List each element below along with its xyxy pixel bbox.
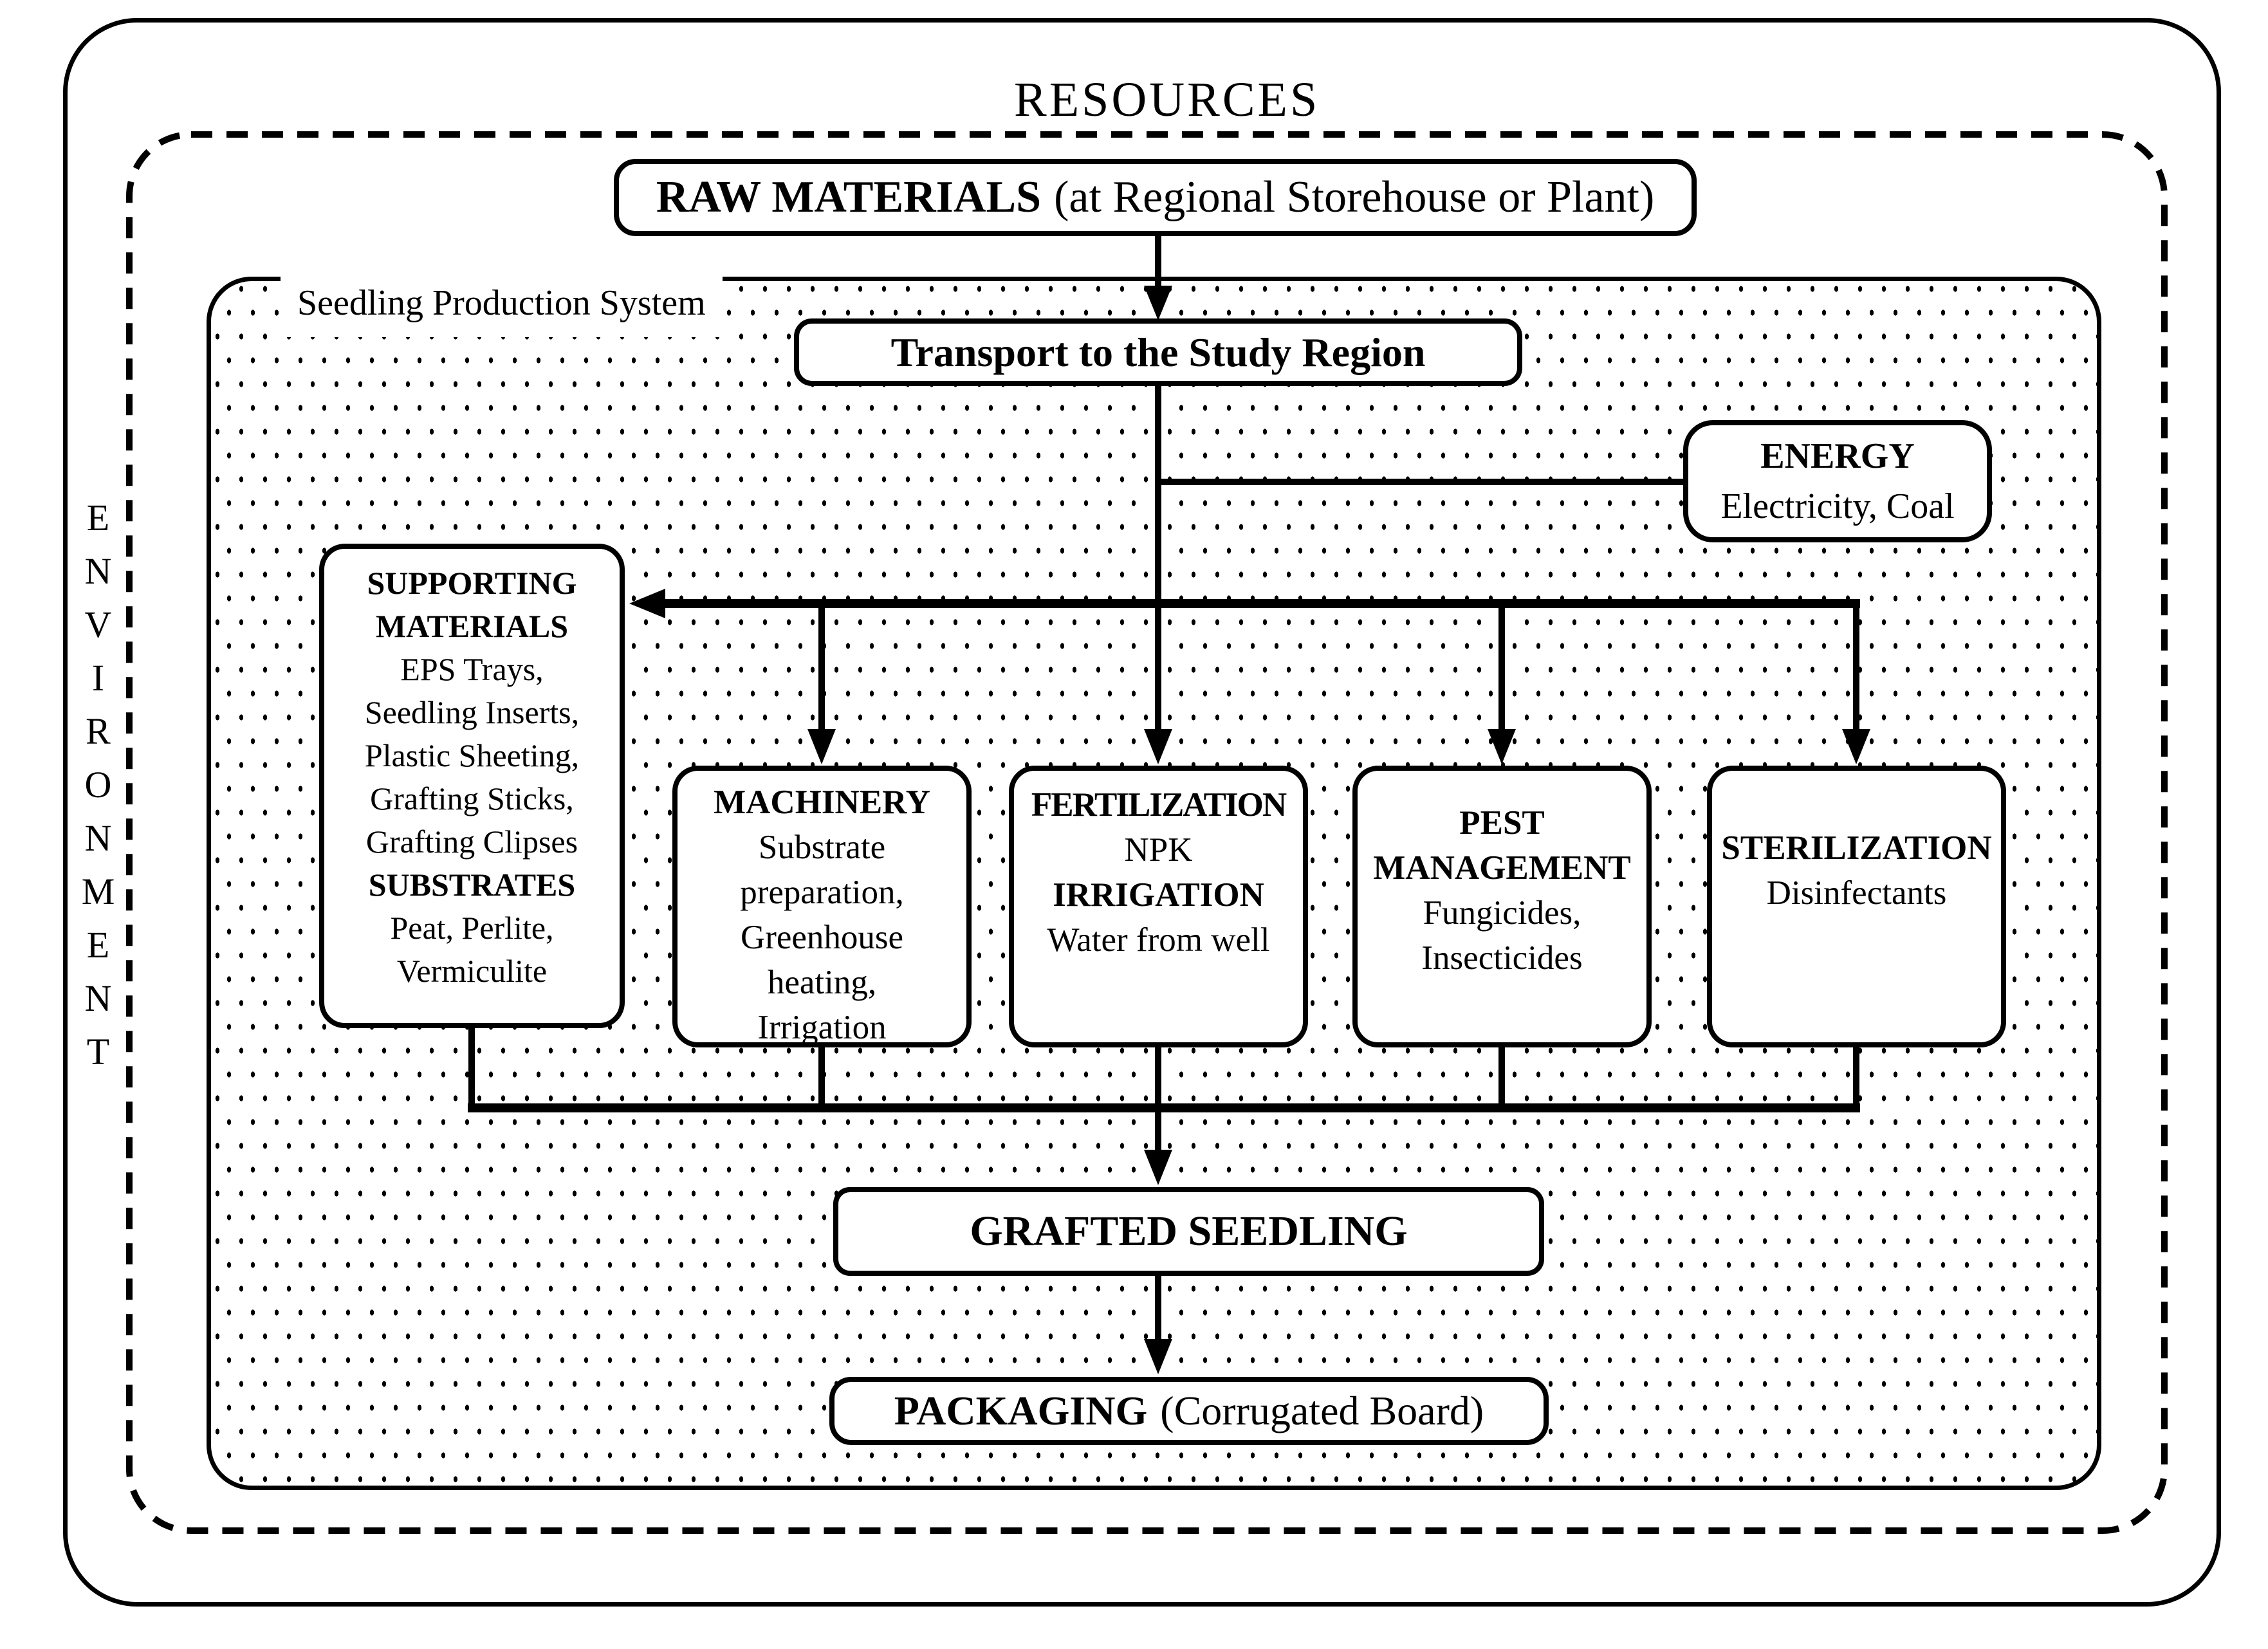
fertilization-line: Water from well (1047, 921, 1270, 959)
sterilization-box: STERILIZATION Disinfectants (1707, 766, 2006, 1047)
resources-label: RESOURCES (1014, 73, 1320, 127)
sterilization-line: STERILIZATION (1721, 829, 1992, 867)
supporting-materials-line: Grafting Sticks, (370, 780, 574, 816)
supporting-materials-line: Plastic Sheeting, (364, 737, 580, 773)
fertilization-line: IRRIGATION (1053, 876, 1264, 914)
fertilization-line: FERTILIZATION (1031, 786, 1287, 824)
pest-management-box: PEST MANAGEMENT Fungicides, Insecticides (1352, 766, 1652, 1047)
machinery-line: Substrate (758, 829, 886, 866)
environment-label: ENVIRONMENT (77, 497, 119, 1084)
supporting-materials-line: Peat, Perlite, (390, 910, 554, 946)
supporting-materials-line: Grafting Clipses (365, 824, 578, 860)
packaging-title: PACKAGING (894, 1388, 1148, 1433)
energy-title: ENERGY (1760, 436, 1915, 476)
resources-dashed-boundary (126, 131, 2168, 1534)
packaging-subtitle: (Corrugated Board) (1160, 1388, 1484, 1433)
grafted-seedling-box: GRAFTED SEEDLING (833, 1187, 1544, 1276)
energy-subtitle: Electricity, Coal (1720, 486, 1955, 526)
machinery-line: MACHINERY (714, 784, 930, 821)
supporting-materials-line: SUPPORTING (367, 565, 577, 601)
fertilization-line: NPK (1124, 831, 1193, 869)
raw-materials-box: RAW MATERIALS (at Regional Storehouse or… (614, 159, 1697, 236)
grafted-seedling-title: GRAFTED SEEDLING (970, 1208, 1408, 1255)
raw-materials-subtitle: (at Regional Storehouse or Plant) (1054, 172, 1655, 222)
fertilization-irrigation-box: FERTILIZATION NPK IRRIGATION Water from … (1009, 766, 1308, 1047)
supporting-materials-line: Seedling Inserts, (364, 694, 580, 730)
machinery-line: heating, (767, 964, 877, 1001)
pest-management-line: MANAGEMENT (1373, 849, 1631, 887)
substrates-line: SUBSTRATES (368, 867, 576, 903)
packaging-box: PACKAGING (Corrugated Board) (829, 1377, 1549, 1445)
transport-box: Transport to the Study Region (794, 318, 1522, 386)
machinery-line: Greenhouse (740, 919, 904, 956)
supporting-materials-line: MATERIALS (375, 608, 569, 644)
pest-management-line: Fungicides, (1423, 894, 1581, 932)
pest-management-line: Insecticides (1421, 939, 1583, 977)
pest-management-line: PEST (1459, 804, 1545, 842)
system-region-label: Seedling Production System (281, 269, 723, 337)
supporting-materials-box: SUPPORTING MATERIALS EPS Trays, Seedling… (319, 544, 625, 1028)
supporting-materials-line: Vermiculite (396, 953, 548, 989)
sterilization-line: Disinfectants (1766, 874, 1947, 912)
raw-materials-title: RAW MATERIALS (656, 172, 1042, 222)
flow-arrows (468, 234, 1870, 1374)
machinery-box: MACHINERY Substrate preparation, Greenho… (672, 766, 972, 1047)
machinery-line: preparation, (740, 874, 904, 911)
machinery-line: Irrigation (757, 1009, 887, 1046)
supporting-materials-line: EPS Trays, (400, 651, 544, 687)
transport-title: Transport to the Study Region (890, 329, 1426, 375)
energy-box: ENERGY Electricity, Coal (1683, 420, 1992, 542)
